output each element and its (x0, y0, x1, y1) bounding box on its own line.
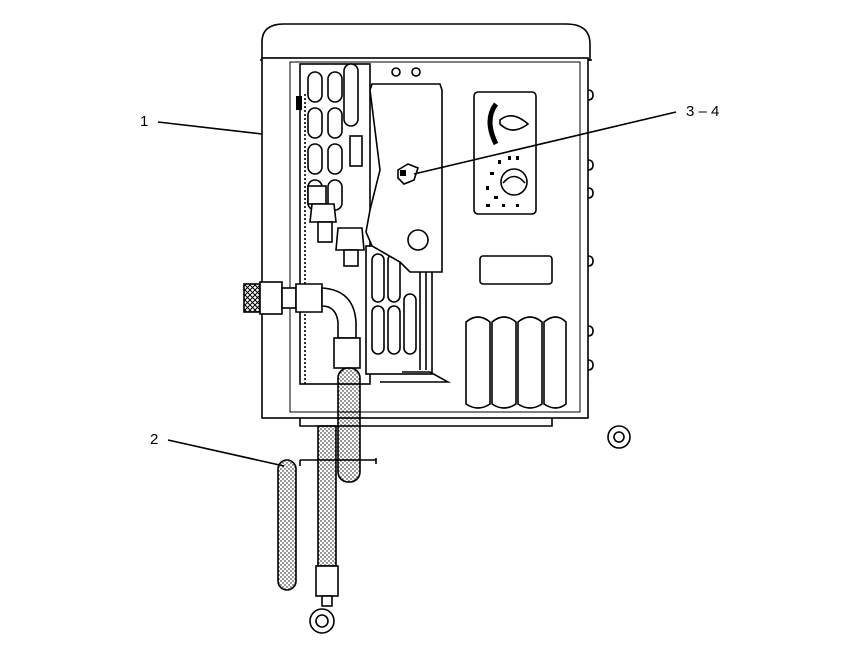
heat-exchanger (296, 63, 371, 385)
callout-3-4: 3 – 4 (686, 103, 719, 120)
lower-fin-block (365, 245, 452, 383)
vent-louvres (465, 316, 567, 409)
callout-2: 2 (150, 431, 158, 448)
leader-line-2 (167, 439, 285, 467)
dial-scale (486, 156, 519, 207)
callouts: 1 2 3 – 4 (140, 103, 719, 467)
top-holes (391, 67, 421, 77)
gas-inlet-fitting (243, 281, 357, 339)
leader-line-3-4 (413, 111, 677, 175)
control-knob-part (397, 163, 419, 185)
flame-icon (499, 115, 530, 131)
rating-plate (479, 255, 553, 285)
hoses (277, 337, 631, 634)
callout-1: 1 (140, 113, 148, 130)
side-screws (587, 89, 594, 371)
burner-plate (365, 83, 443, 273)
temperature-dial (500, 168, 528, 196)
leader-line-1 (157, 121, 263, 135)
